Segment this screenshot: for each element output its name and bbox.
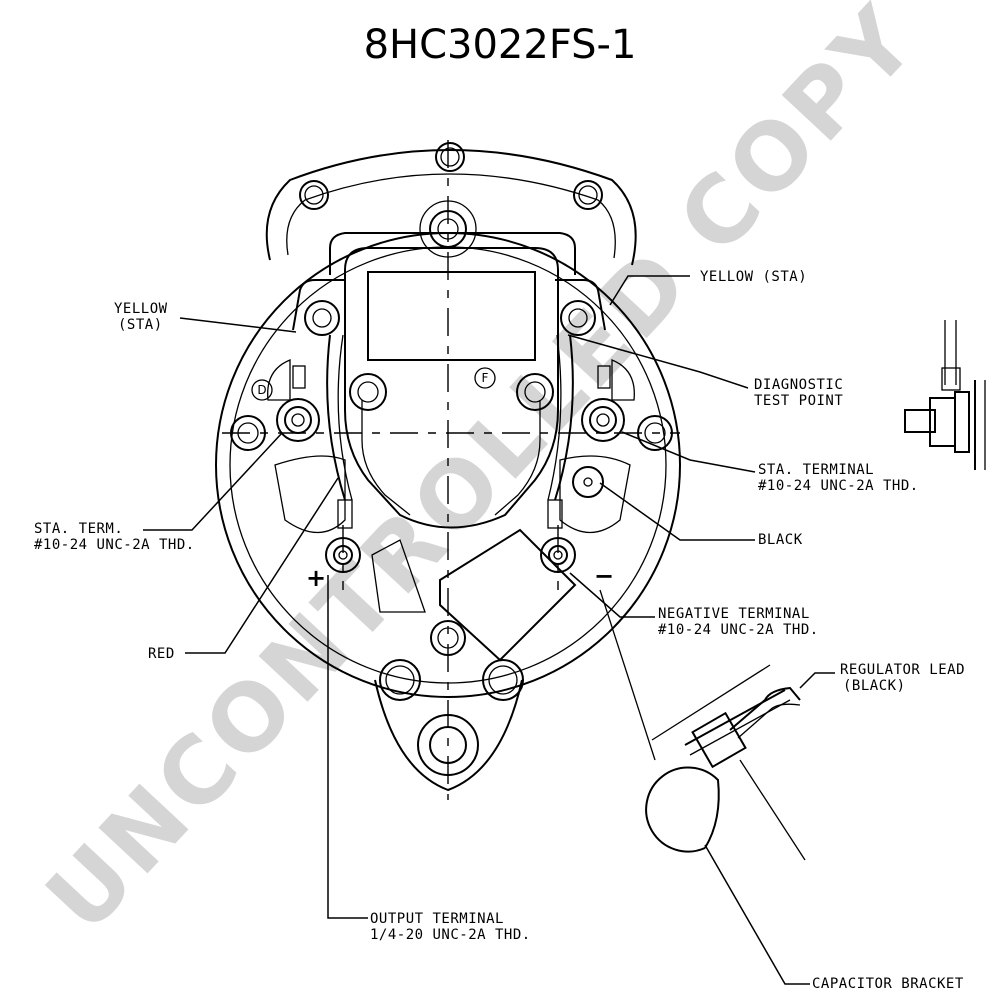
vent-slots bbox=[267, 359, 635, 662]
label-diagnostic-test-point: DIAGNOSTIC TEST POINT bbox=[754, 377, 852, 409]
leader-lines bbox=[143, 275, 835, 985]
label-red: RED bbox=[148, 646, 175, 662]
label-negative-terminal-line2: #10-24 UNC-2A THD. bbox=[658, 622, 819, 638]
label-regulator-lead: REGULATOR LEAD (BLACK) bbox=[840, 662, 974, 694]
label-yellow-sta-left-line2: (STA) bbox=[118, 317, 163, 333]
label-regulator-lead-line1: REGULATOR LEAD bbox=[840, 662, 965, 678]
label-red-line1: RED bbox=[148, 646, 175, 662]
label-black-line1: BLACK bbox=[758, 532, 803, 548]
center-axes bbox=[222, 140, 680, 800]
label-black: BLACK bbox=[758, 532, 803, 548]
label-negative-terminal: NEGATIVE TERMINAL #10-24 UNC-2A THD. bbox=[658, 606, 819, 638]
label-output-terminal: OUTPUT TERMINAL 1/4-20 UNC-2A THD. bbox=[370, 911, 531, 943]
marker-d-text: D bbox=[257, 383, 266, 397]
capacitor-bracket-detail bbox=[599, 589, 806, 861]
label-sta-terminal-right-line2: #10-24 UNC-2A THD. bbox=[758, 478, 919, 494]
label-sta-term-left-line2: #10-24 UNC-2A THD. bbox=[34, 537, 195, 553]
marker-d: D bbox=[251, 379, 273, 401]
negative-mark: − bbox=[594, 562, 614, 590]
label-diagnostic-line2: TEST POINT bbox=[754, 393, 843, 409]
label-output-terminal-line1: OUTPUT TERMINAL bbox=[370, 911, 504, 927]
side-bosses bbox=[230, 373, 673, 656]
label-diagnostic-line1: DIAGNOSTIC bbox=[754, 377, 843, 393]
wire-harness bbox=[292, 279, 611, 529]
positive-mark: + bbox=[306, 564, 326, 592]
label-yellow-sta-right-line1: YELLOW (STA) bbox=[700, 269, 807, 285]
label-negative-terminal-line1: NEGATIVE TERMINAL bbox=[658, 606, 810, 622]
label-sta-term-left: STA. TERM. #10-24 UNC-2A THD. bbox=[34, 521, 195, 553]
label-capacitor-bracket: CAPACITOR BRACKET bbox=[812, 976, 964, 992]
side-view-detail bbox=[904, 320, 986, 470]
label-yellow-sta-left: YELLOW (STA) bbox=[114, 301, 177, 333]
label-yellow-sta-right: YELLOW (STA) bbox=[700, 269, 807, 285]
label-yellow-sta-left-line1: YELLOW bbox=[114, 301, 168, 317]
marker-f: F bbox=[474, 367, 496, 389]
label-regulator-lead-line2: (BLACK) bbox=[843, 678, 906, 694]
label-sta-terminal-right-line1: STA. TERMINAL bbox=[758, 462, 874, 478]
label-output-terminal-line2: 1/4-20 UNC-2A THD. bbox=[370, 927, 531, 943]
label-sta-terminal-right: STA. TERMINAL #10-24 UNC-2A THD. bbox=[758, 462, 919, 494]
diagram-title: 8HC3022FS-1 bbox=[364, 22, 637, 68]
marker-f-text: F bbox=[482, 371, 489, 385]
label-capacitor-bracket-line1: CAPACITOR BRACKET bbox=[812, 976, 964, 992]
label-sta-term-left-line1: STA. TERM. bbox=[34, 521, 123, 537]
